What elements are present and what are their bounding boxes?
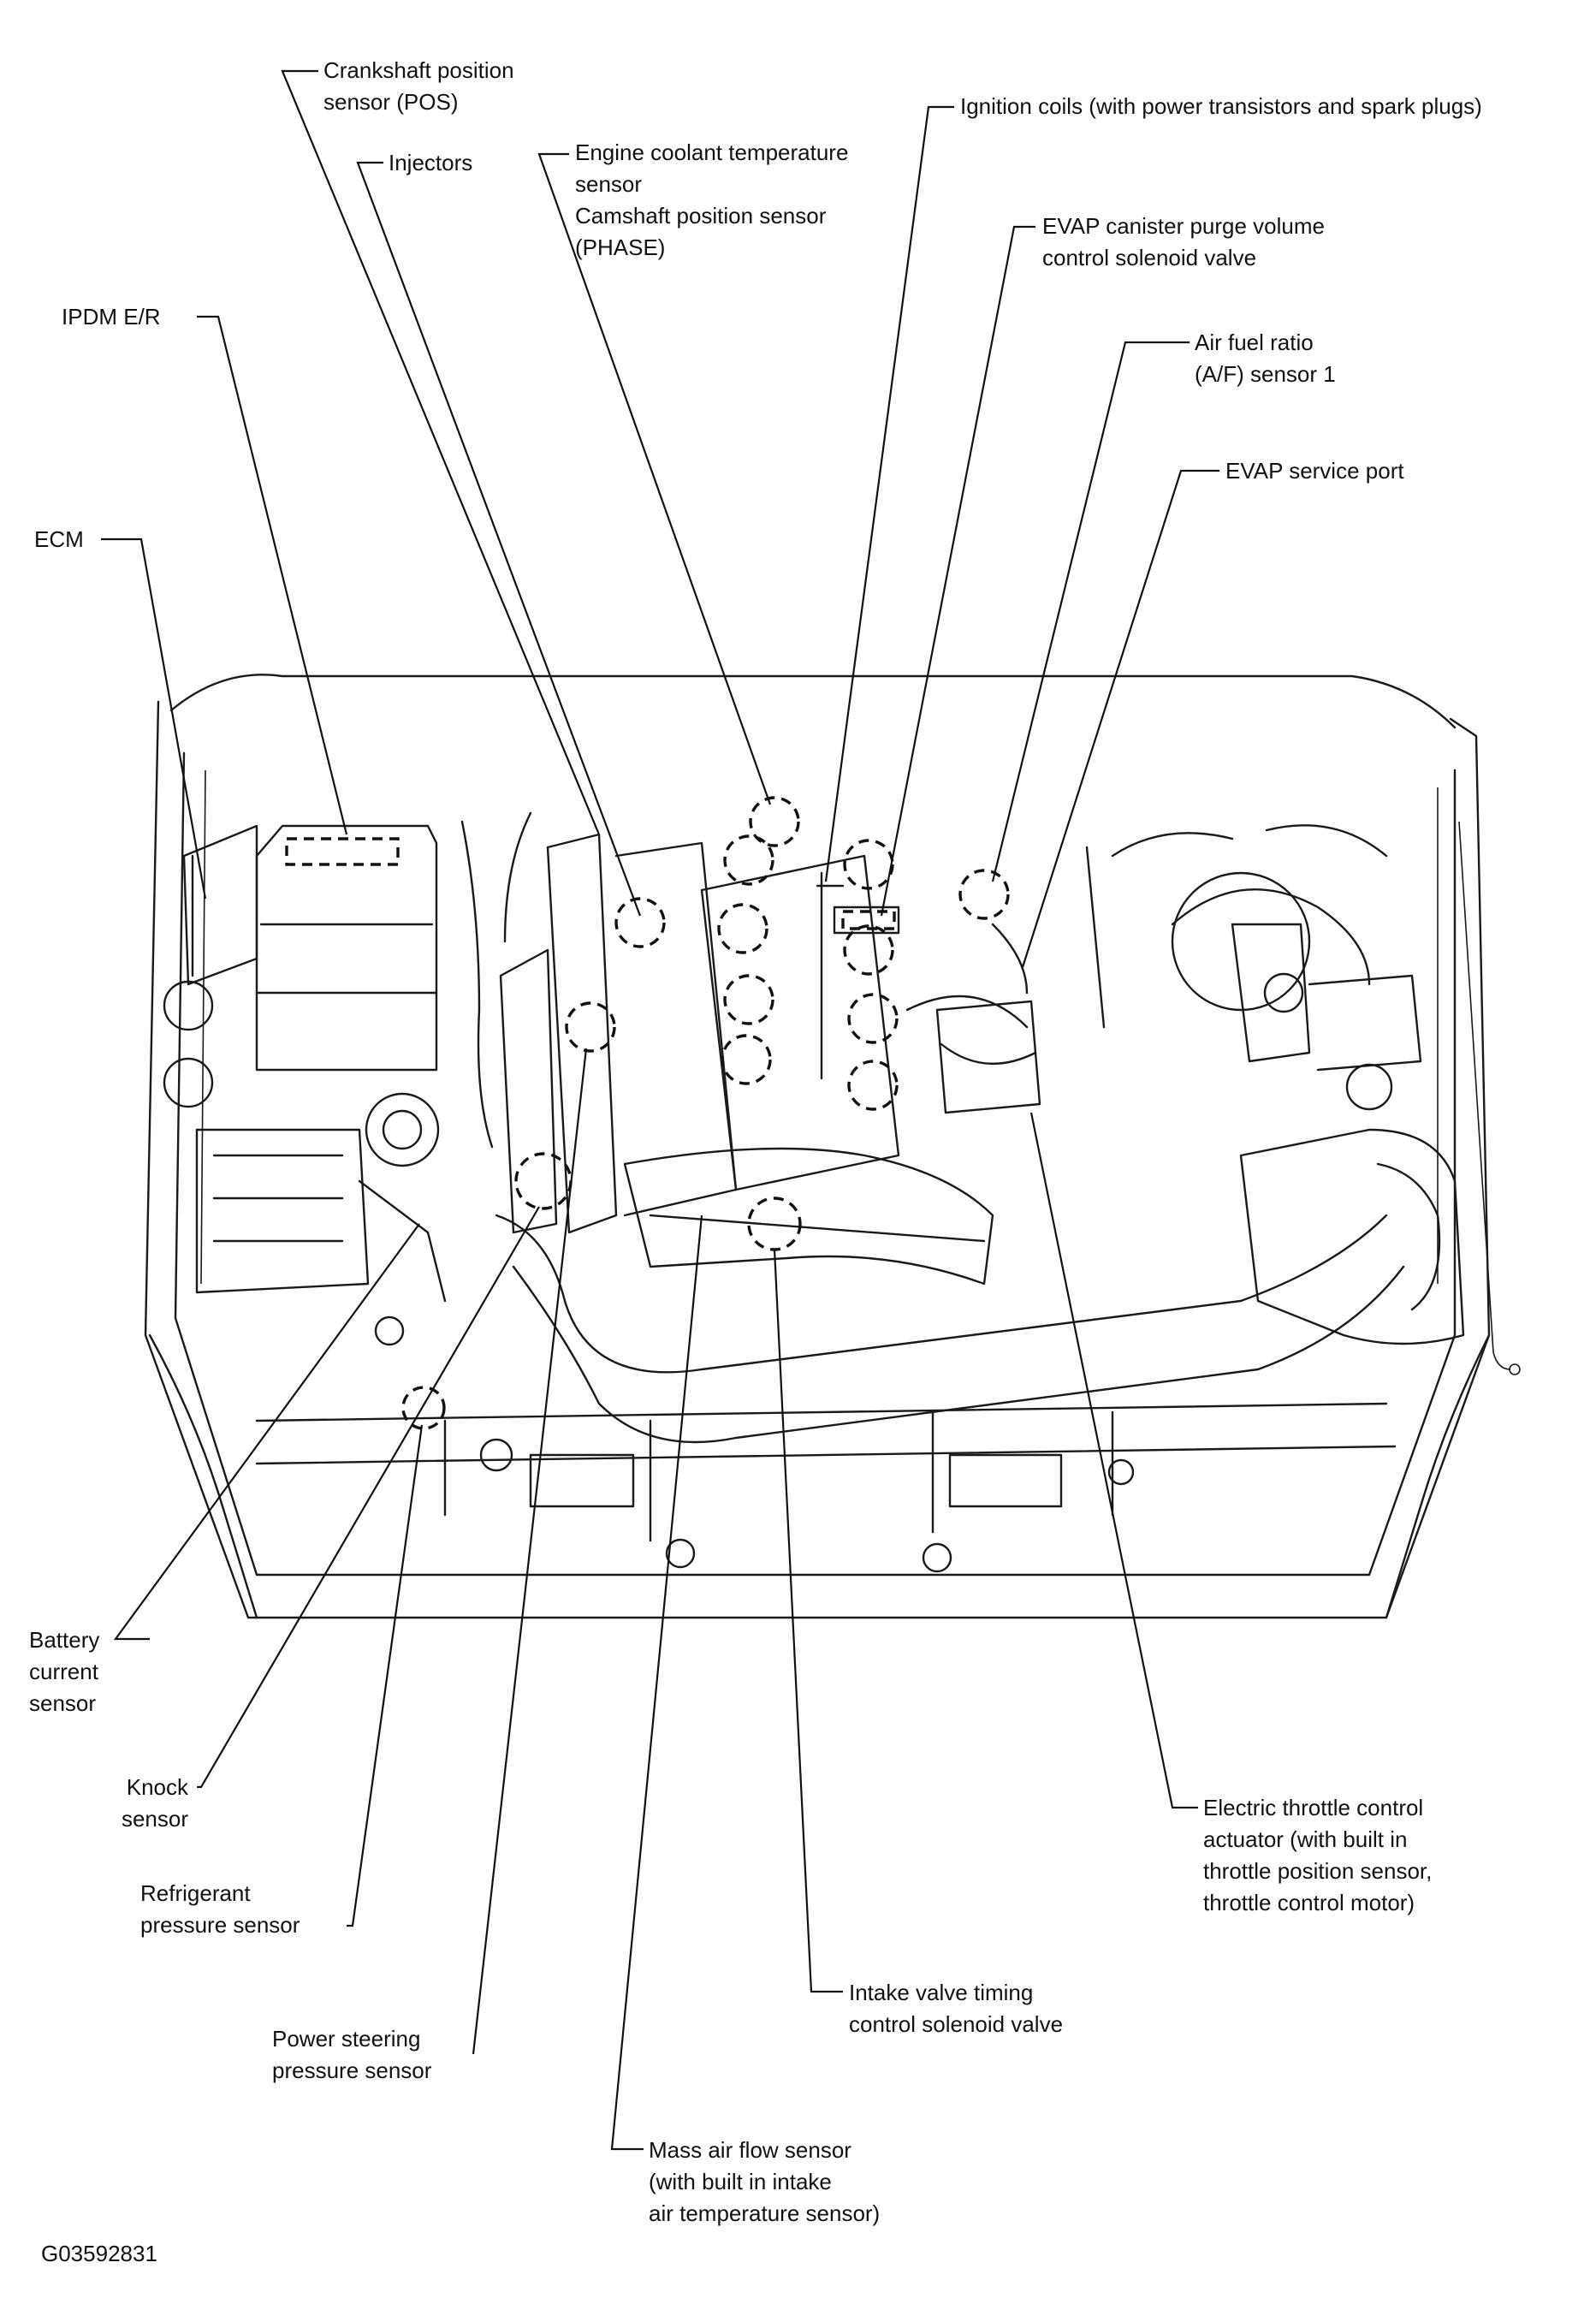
label-mass-air-flow-sensor: Mass air flow sensor(with built in intak…	[649, 2137, 881, 2226]
label-ipdm: IPDM E/R	[62, 304, 161, 330]
ecm-and-ipdm	[163, 824, 438, 1108]
figure-id: G03592831	[41, 2241, 157, 2266]
battery-area	[195, 1092, 447, 1346]
label-evap-service-port: EVAP service port	[1225, 458, 1404, 484]
sensor-markers	[285, 796, 1010, 1430]
engine-block	[255, 811, 1465, 1573]
label-ignition-coils: Ignition coils (with power transistors a…	[960, 93, 1482, 119]
label-injectors: Injectors	[389, 150, 473, 175]
label-ecm: ECM	[34, 526, 84, 552]
engine-bay-outline	[144, 674, 1521, 1619]
leader-lines	[101, 69, 1219, 2151]
label-air-fuel-ratio-sensor: Air fuel ratio(A/F) sensor 1	[1195, 330, 1336, 387]
